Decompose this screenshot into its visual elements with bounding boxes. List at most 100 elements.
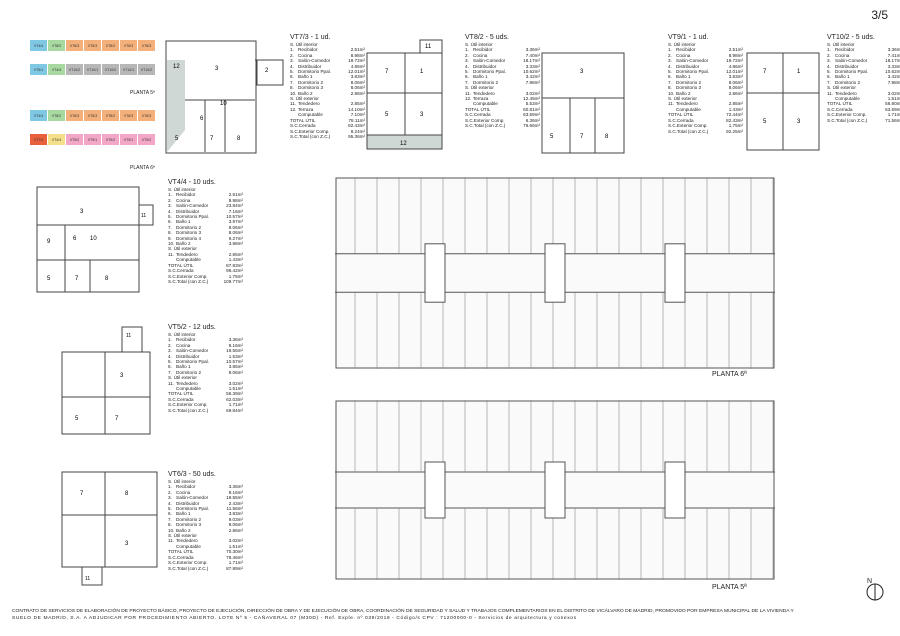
total-value: 92.25m² — [726, 128, 743, 134]
total-label: TOTAL ÚTIL — [168, 262, 194, 268]
total-label: S.C.Exterior Comp. — [668, 123, 708, 129]
total-value: 72.44m² — [726, 112, 743, 118]
room-v: 7.98m² — [525, 79, 540, 85]
ext-section-label: S. Útil exterior — [827, 85, 856, 91]
svg-text:8: 8 — [237, 136, 241, 142]
total-row: S.C.Exterior Comp.6.36m² — [465, 118, 540, 123]
room-n: 11. — [168, 251, 175, 257]
room-n: 5. — [168, 506, 172, 512]
total-value: 63.59m² — [885, 106, 900, 112]
room-n: 1. — [668, 47, 672, 53]
svg-text:7: 7 — [80, 491, 84, 497]
room-v: 8.06m² — [228, 522, 243, 528]
room-lbl: Terraza — [473, 96, 489, 102]
room-v: 10.57m² — [226, 214, 243, 220]
room-v: 19.72m² — [726, 58, 743, 64]
total-row: S.C.Total (con Z.C.)87.89m² — [168, 566, 243, 571]
room-lbl: Recibidor — [176, 192, 196, 198]
room-lbl: Dormitorio 2 — [676, 79, 702, 85]
section-label: S. Útil interior — [465, 42, 493, 47]
total-label: S.C.Exterior Comp. — [168, 402, 208, 408]
room-n: 4. — [668, 63, 672, 69]
floorplan-planta-6 — [335, 177, 775, 369]
svg-text:5: 5 — [47, 276, 51, 282]
room-n: 6. — [168, 219, 172, 225]
north-arrow-icon — [866, 583, 884, 601]
total-value: 76.66m² — [523, 123, 540, 129]
room-row: 6.Baño 13.42m² — [827, 74, 900, 79]
room-lbl: Dormitorio 3 — [176, 522, 202, 528]
room-lbl: Baño 1 — [176, 511, 191, 517]
room-n: 10. — [168, 527, 175, 533]
room-v: 2.86m² — [728, 90, 743, 96]
unit-title: VT4/4 - 10 uds. — [168, 179, 216, 186]
total-value: 60.81m² — [523, 106, 540, 112]
total-value: 62.03m² — [226, 396, 243, 402]
room-v: 3.36m² — [228, 337, 243, 343]
room-lbl: Dormitorio Ppal. — [176, 506, 209, 512]
keyplan-top-label: PLANTA 5ª — [130, 90, 155, 96]
room-lbl: Recibidor — [176, 484, 196, 490]
total-label: S.C.Total (con Z.C.) — [668, 128, 709, 134]
room-lbl: Recibidor — [835, 47, 855, 53]
keyplan-cell: VT10/2 — [66, 64, 83, 75]
keyplan-cell: VT10/1 — [84, 64, 101, 75]
total-value: 71.56m² — [885, 117, 900, 123]
keyplan-cell: VT10/1 — [120, 64, 137, 75]
room-n: 3. — [168, 203, 172, 209]
room-lbl: Dormitorio Ppal. — [176, 359, 209, 365]
svg-text:7: 7 — [210, 136, 214, 142]
room-lbl: Cocina — [176, 342, 191, 348]
svg-text:9: 9 — [47, 239, 51, 245]
room-v: 11.56m² — [226, 506, 243, 512]
total-label: S.C.Exterior Comp. — [290, 128, 330, 134]
room-n: 8. — [168, 522, 172, 528]
svg-text:5: 5 — [75, 416, 79, 422]
total-label: S.C.Cerrada — [290, 123, 316, 129]
room-v: 1.43m² — [728, 106, 743, 112]
svg-text:8: 8 — [125, 491, 129, 497]
room-n: 11. — [290, 101, 297, 107]
room-v: 3.36m² — [525, 47, 540, 53]
room-lbl: Dormitorio 2 — [176, 516, 202, 522]
room-lbl: Baño 1 — [176, 219, 191, 225]
room-v: 3.83m² — [350, 74, 365, 80]
svg-text:7: 7 — [115, 416, 119, 422]
room-v: 10.57m² — [226, 359, 243, 365]
total-row: S.C.Total (con Z.C.)95.36m² — [290, 134, 365, 139]
unit-title: VT6/3 - 50 uds. — [168, 471, 216, 478]
total-row: S.C.Total (con Z.C.)109.77m² — [168, 279, 243, 284]
keyplan-gap — [102, 52, 119, 63]
room-lbl: Cocina — [835, 52, 850, 58]
room-n: 7. — [168, 224, 172, 230]
room-v: 23.84m² — [226, 203, 243, 209]
svg-text:3: 3 — [80, 209, 84, 215]
room-n: 11. — [827, 90, 834, 96]
total-label: S.C.Exterior Comp. — [168, 273, 208, 279]
room-n: 10. — [668, 90, 675, 96]
room-lbl: Dormitorio 2 — [835, 79, 861, 85]
room-lbl: Tendedero — [835, 90, 857, 96]
room-n: 6. — [827, 74, 831, 80]
room-n: 1. — [290, 47, 294, 53]
total-value: 69.84m² — [226, 407, 243, 413]
